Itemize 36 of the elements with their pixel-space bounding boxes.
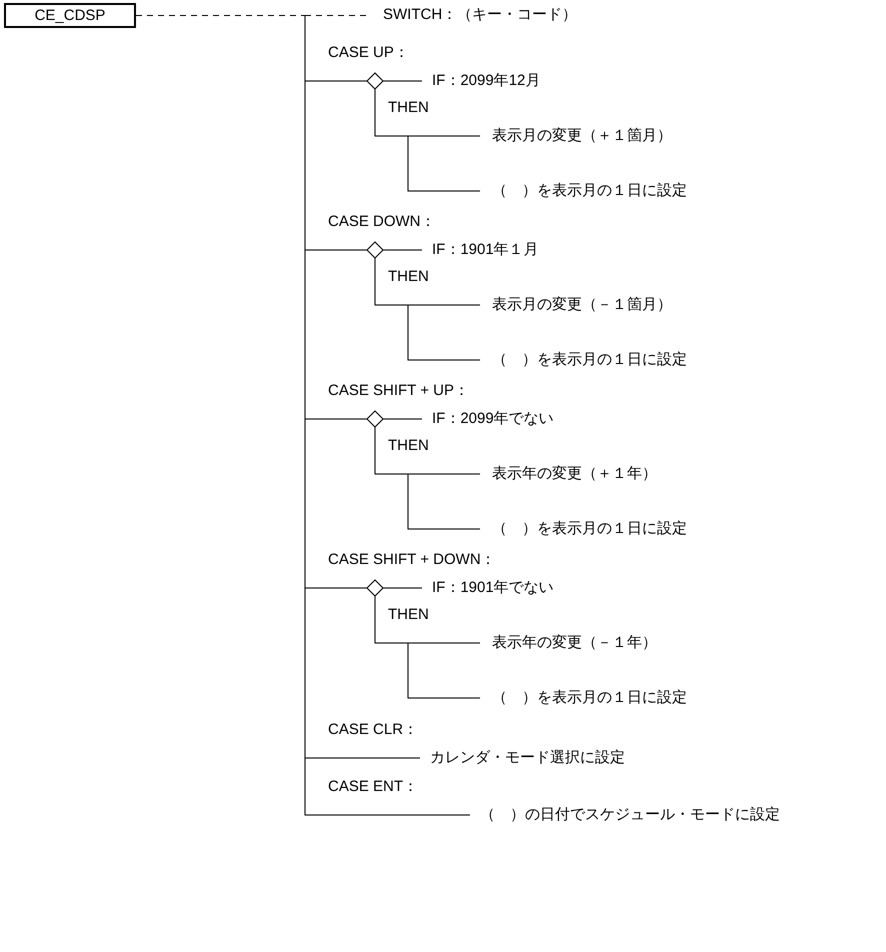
edge-label: CASE UP：: [328, 43, 409, 63]
process-label: 表示月の変更（＋１箇月）: [480, 126, 672, 146]
connector-line: [374, 88, 480, 192]
module-box: CE_CDSP: [4, 3, 136, 28]
decision-diamond: [366, 579, 384, 597]
edge-label: CASE ENT：: [328, 777, 418, 797]
edge-label: THEN: [388, 605, 429, 625]
edge-label: CASE DOWN：: [328, 212, 436, 232]
process-label: （ ）を表示月の１日に設定: [480, 181, 687, 201]
condition-label: IF：1901年でない: [422, 578, 554, 598]
edge-label: CASE SHIFT + UP：: [328, 381, 470, 401]
edge-label: THEN: [388, 98, 429, 118]
connector-line: [374, 596, 480, 698]
decision-diamond: [366, 410, 384, 428]
connector-line: [374, 258, 480, 360]
condition-label: IF：2099年でない: [422, 409, 554, 429]
connector-line: [382, 80, 422, 82]
edge-label: THEN: [388, 436, 429, 456]
process-label: カレンダ・モード選択に設定: [420, 748, 625, 768]
decision-diamond: [366, 241, 384, 259]
dashed-connector: [136, 15, 306, 16]
process-label: （ ）を表示月の１日に設定: [480, 519, 687, 539]
process-label: 表示年の変更（＋１年）: [480, 464, 657, 484]
process-label: 表示年の変更（－１年）: [480, 633, 657, 653]
connector-line: [374, 426, 480, 530]
process-label: （ ）を表示月の１日に設定: [480, 350, 687, 370]
edge-label: CASE CLR：: [328, 720, 418, 740]
process-label: 表示月の変更（－１箇月）: [480, 295, 672, 315]
edge-label: THEN: [388, 267, 429, 287]
condition-label: IF：1901年１月: [422, 240, 539, 260]
decision-diamond: [366, 72, 384, 90]
process-label: （ ）の日付でスケジュール・モードに設定: [470, 805, 780, 825]
edge-label: CASE SHIFT + DOWN：: [328, 550, 496, 570]
process-label: （ ）を表示月の１日に設定: [480, 688, 687, 708]
connector-line: [382, 418, 422, 420]
condition-label: IF：2099年12月: [422, 71, 540, 91]
